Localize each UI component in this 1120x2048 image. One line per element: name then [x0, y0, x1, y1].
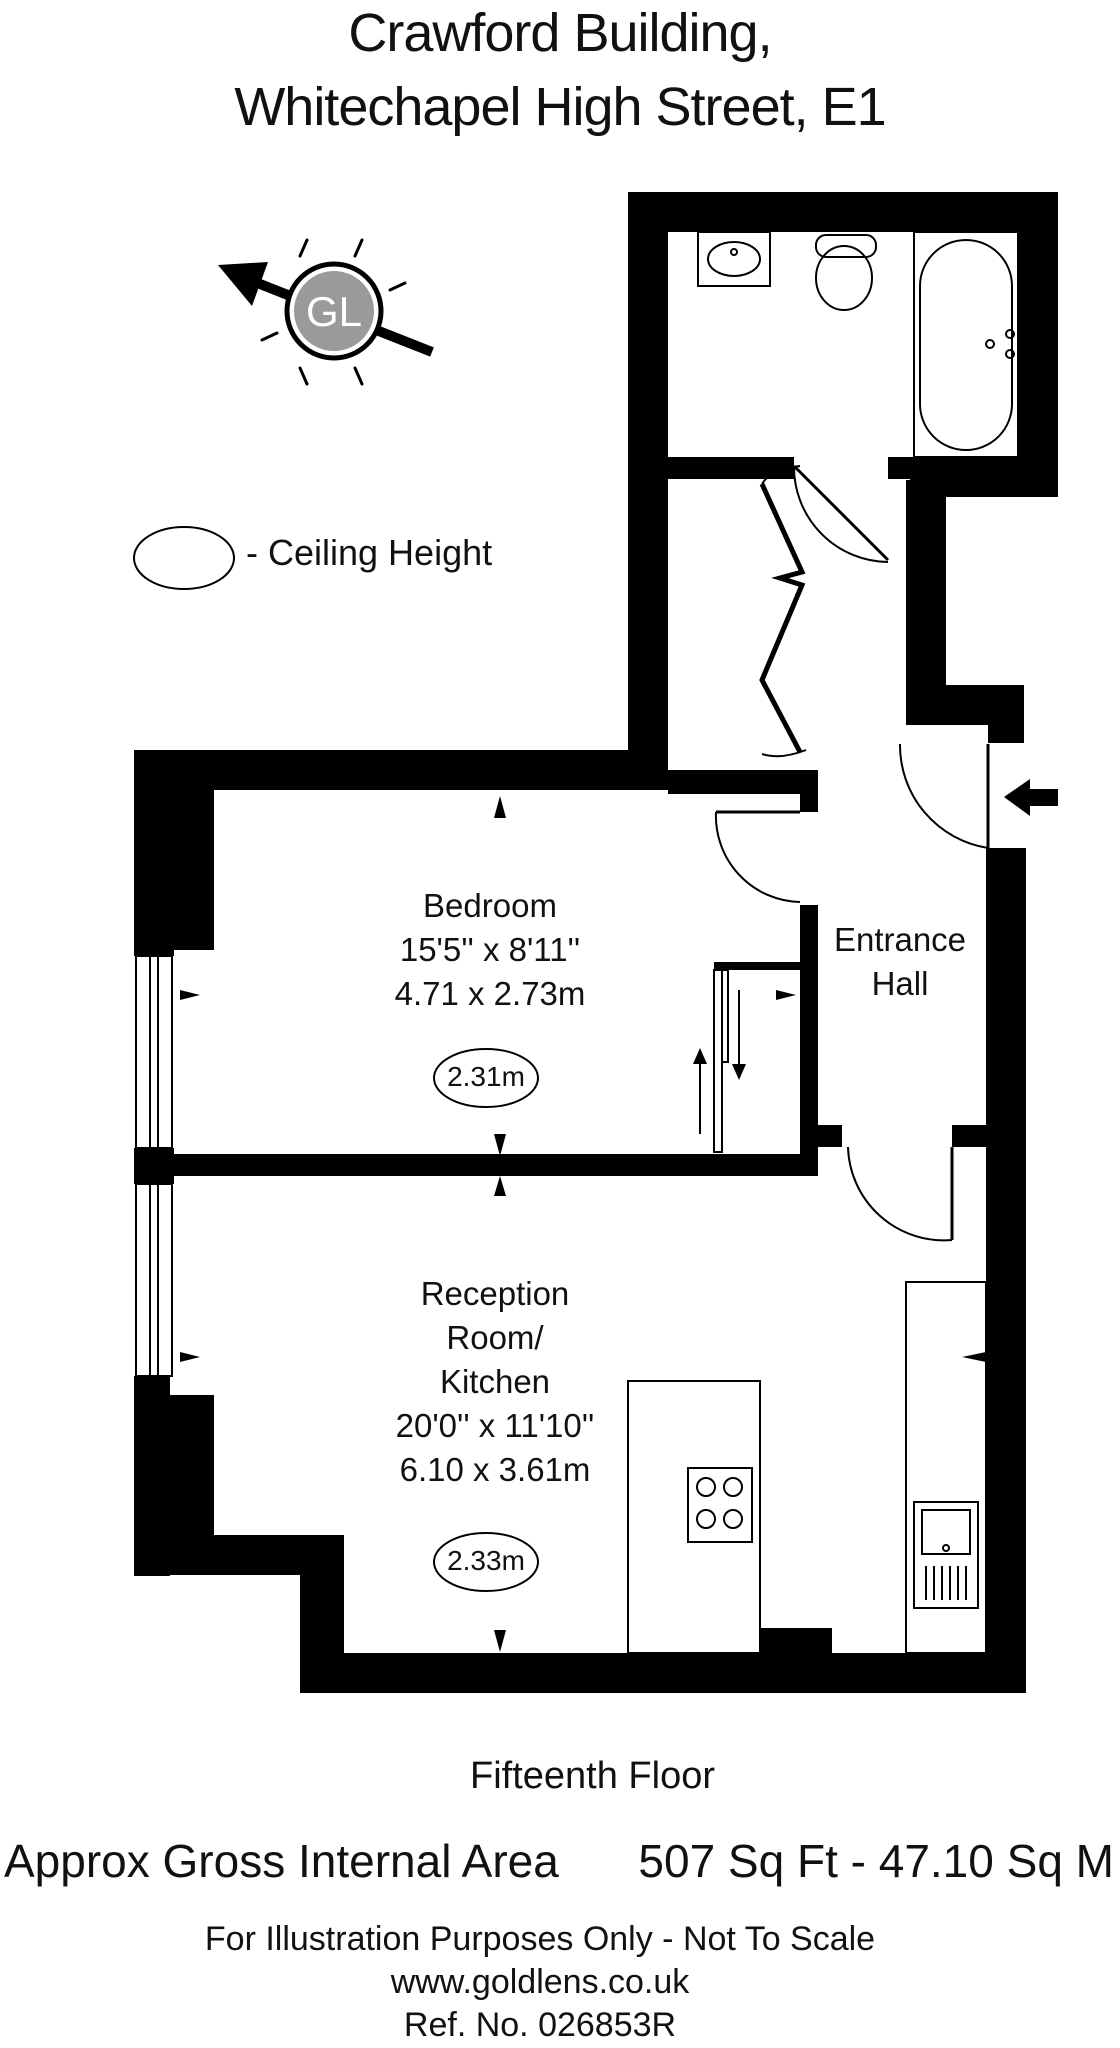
reception-ceiling-ellipse [433, 1532, 539, 1592]
left-windows [135, 955, 173, 1377]
disclaimer: For Illustration Purposes Only - Not To … [204, 1920, 876, 1958]
kitchen-units [627, 1281, 987, 1654]
bathroom-fixtures [697, 231, 1019, 458]
reception-line1: Reception [420, 1275, 570, 1312]
bedroom-ceiling-ellipse [433, 1048, 539, 1108]
toilet-icon [815, 234, 877, 258]
reference-number: Ref. No. 026853R [403, 2006, 677, 2044]
plan-title-line-2: Whitechapel High Street, E1 [234, 77, 886, 137]
bedroom-dims-metric: 4.71 x 2.73m [394, 975, 586, 1012]
reception-line3: Kitchen [439, 1363, 551, 1400]
bedroom-label: Bedroom 15'5'' x 8'11'' 4.71 x 2.73m [340, 884, 640, 1016]
legend-label: - Ceiling Height [246, 532, 493, 573]
reception-dims-metric: 6.10 x 3.61m [399, 1451, 591, 1488]
entrance-arrow-icon [1004, 779, 1058, 816]
sink-icon [913, 1501, 979, 1609]
floor-name: Fifteenth Floor [470, 1755, 715, 1797]
wardrobe-sliding-doors [699, 969, 740, 1153]
bedroom-dims-imperial: 15'5'' x 8'11'' [399, 931, 581, 968]
area-label: Approx Gross Internal Area [4, 1835, 559, 1887]
sliding-arrow-up-icon [693, 1048, 707, 1064]
kitchen-island [627, 1380, 761, 1654]
bath-icon [913, 231, 1019, 458]
dimension-arrows [180, 796, 986, 1652]
reception-dims-imperial: 20'0'' x 11'10'' [395, 1407, 595, 1444]
bedroom-name: Bedroom [423, 887, 557, 924]
basin-icon [697, 231, 771, 287]
area-value: 507 Sq Ft - 47.10 Sq M [638, 1835, 1114, 1887]
doors [714, 464, 990, 1242]
walls [134, 192, 1058, 1693]
bedroom-ceiling-height: 2.31m [447, 1061, 525, 1092]
entrance-hall-line2: Hall [871, 965, 929, 1002]
reception-ceiling-height: 2.33m [447, 1545, 525, 1576]
ceiling-height-ellipse-icon [133, 526, 235, 590]
entrance-hall-label: Entrance Hall [820, 918, 980, 1006]
hob-icon [687, 1467, 753, 1543]
compass-logo-text: GL [306, 288, 362, 335]
north-arrow-compass-icon: GL [218, 238, 434, 386]
reception-label: Reception Room/ Kitchen 20'0'' x 11'10''… [340, 1272, 650, 1492]
kitchen-counter [905, 1281, 987, 1654]
entrance-hall-line1: Entrance [833, 921, 967, 958]
website-link[interactable]: www.goldlens.co.uk [390, 1963, 690, 2001]
reception-line2: Room/ [446, 1319, 544, 1356]
plan-title-line-1: Crawford Building, [348, 3, 772, 63]
sliding-arrow-down-icon [732, 1064, 746, 1080]
